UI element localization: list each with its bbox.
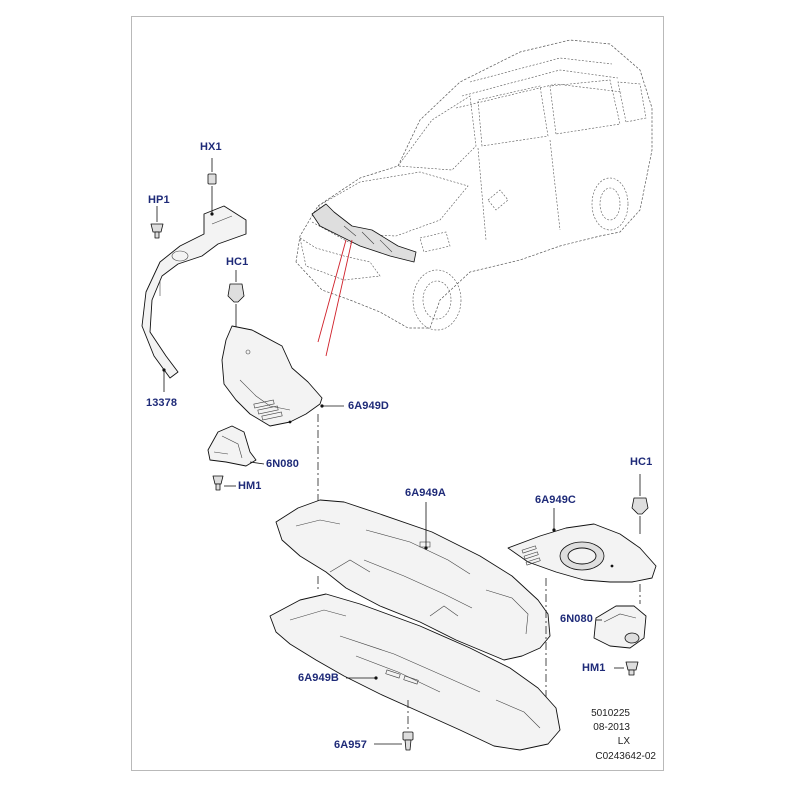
fastener-hc1-top	[227, 270, 245, 330]
callout-6n080-right: 6N080	[560, 613, 593, 625]
callout-hx1: HX1	[200, 141, 222, 153]
part-6n080-left-bracket	[207, 425, 265, 467]
vehicle-illustration	[295, 39, 653, 331]
diagram-reference-number: 5010225	[591, 708, 630, 719]
callout-hc1-right: HC1	[630, 456, 653, 468]
callout-hm1-left: HM1	[238, 480, 262, 492]
callout-6a949b: 6A949B	[298, 672, 339, 684]
callout-6n080-left: 6N080	[266, 458, 299, 470]
callout-6a957: 6A957	[334, 739, 367, 751]
part-6n080-right-bracket	[593, 605, 647, 649]
fastener-hc1-right	[631, 474, 649, 534]
reference-line-2	[325, 239, 353, 357]
diagram-date: 08-2013	[593, 722, 630, 733]
diagram-model-code: LX	[617, 736, 630, 747]
diagram-frame	[131, 16, 664, 771]
callout-6a949c: 6A949C	[535, 494, 576, 506]
callout-13378: 13378	[146, 397, 178, 409]
callout-hc1-top: HC1	[226, 256, 249, 268]
diagram-illustration-code: C0243642-02	[595, 751, 656, 762]
part-13378-bracket	[141, 205, 247, 379]
fastener-6a957	[374, 731, 414, 751]
part-6a949c-right-shield	[507, 508, 657, 583]
part-6a949d-shield	[221, 325, 344, 427]
fastener-hm1-left	[212, 475, 236, 491]
part-6a949a-undertray	[275, 499, 551, 661]
callout-6a949d: 6A949D	[348, 400, 389, 412]
fastener-hp1	[150, 206, 164, 239]
reference-line-1	[317, 239, 347, 343]
callout-hm1-right: HM1	[582, 662, 606, 674]
fastener-hx1	[207, 158, 217, 216]
fastener-hm1-right	[614, 661, 639, 676]
callout-hp1: HP1	[148, 194, 170, 206]
part-6a949b-lower-tray	[269, 593, 561, 751]
callout-6a949a: 6A949A	[405, 487, 446, 499]
